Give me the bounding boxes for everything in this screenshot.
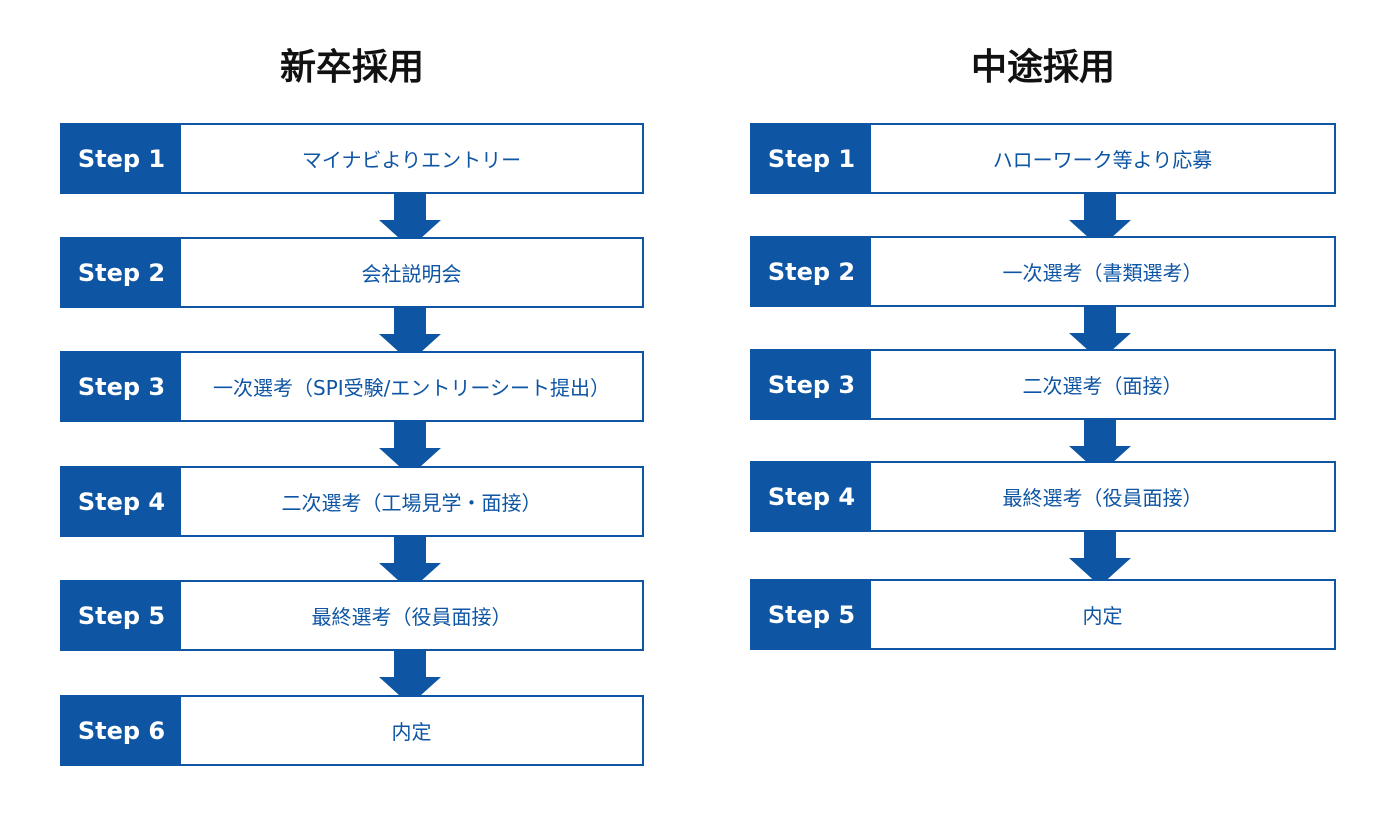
mid-career-title: 中途採用 [970,47,1115,88]
step-label: Step 2 [752,238,871,305]
new-grad-step-6: Step 6 内定 [60,695,644,766]
down-arrow-icon [379,308,441,362]
down-arrow-icon [379,537,441,591]
mid-career-step-1: Step 1 ハローワーク等より応募 [750,123,1336,194]
step-label: Step 6 [62,697,181,764]
step-label: Step 3 [62,353,181,420]
new-grad-step-3: Step 3 一次選考（SPI受験/エントリーシート提出） [60,351,644,422]
down-arrow-icon [1069,194,1131,248]
step-label: Step 3 [752,351,871,418]
step-label: Step 2 [62,239,181,306]
down-arrow-icon [1069,307,1131,361]
new-grad-step-2: Step 2 会社説明会 [60,237,644,308]
new-grad-step-5: Step 5 最終選考（役員面接） [60,580,644,651]
step-label: Step 4 [62,468,181,535]
new-grad-step-4: Step 4 二次選考（工場見学・面接） [60,466,644,537]
down-arrow-icon [379,651,441,705]
down-arrow-icon [379,422,441,476]
down-arrow-icon [1069,420,1131,474]
step-text: 一次選考（SPI受験/エントリーシート提出） [213,376,610,400]
step-label: Step 1 [62,125,181,192]
step-text: 内定 [391,720,432,744]
step-text: 一次選考（書類選考） [1002,261,1203,285]
step-label: Step 5 [752,581,871,648]
step-text: 最終選考（役員面接） [311,605,512,629]
mid-career-column: 中途採用 Step 1 ハローワーク等より応募 Step 2 一次選考（書類選考… [750,0,1336,825]
step-text: 二次選考（面接） [1022,374,1183,398]
step-label: Step 5 [62,582,181,649]
step-label: Step 4 [752,463,871,530]
mid-career-step-4: Step 4 最終選考（役員面接） [750,461,1336,532]
down-arrow-icon [1069,532,1131,586]
step-text: 内定 [1082,604,1123,628]
step-text: 二次選考（工場見学・面接） [281,491,542,515]
step-text: マイナビよりエントリー [301,148,522,172]
step-text: 最終選考（役員面接） [1002,486,1203,510]
step-text: ハローワーク等より応募 [992,148,1213,172]
down-arrow-icon [379,194,441,248]
step-text: 会社説明会 [361,262,462,286]
new-graduate-title: 新卒採用 [279,47,424,88]
new-grad-step-1: Step 1 マイナビよりエントリー [60,123,644,194]
mid-career-step-2: Step 2 一次選考（書類選考） [750,236,1336,307]
new-graduate-column: 新卒採用 Step 1 マイナビよりエントリー Step 2 会社説明会 Ste… [60,0,644,825]
mid-career-step-3: Step 3 二次選考（面接） [750,349,1336,420]
mid-career-step-5: Step 5 内定 [750,579,1336,650]
step-label: Step 1 [752,125,871,192]
